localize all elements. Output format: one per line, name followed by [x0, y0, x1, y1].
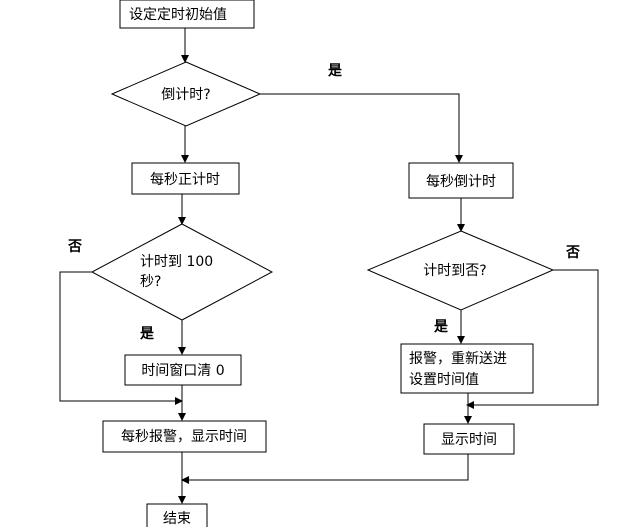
node-count-up: 每秒正计时: [131, 162, 240, 195]
node-time-up-q: 计时到否?: [366, 230, 555, 311]
node-set-initial: 设定定时初始值: [119, 0, 255, 29]
node-end-text: 结束: [163, 511, 191, 527]
node-alarm-reset: 报警，重新送进 设置时间值: [400, 343, 534, 394]
node-count-up-text: 每秒正计时: [150, 172, 220, 188]
node-countdown-q: 倒计时?: [110, 61, 262, 127]
node-reach-100-text-line1: 计时到 100: [140, 254, 213, 270]
node-alarm-show-time: 每秒报警，显示时间: [102, 420, 267, 453]
node-clear-window: 时间窗口清 0: [124, 354, 242, 386]
node-count-down: 每秒倒计时: [408, 162, 514, 199]
label-yes-time-up: 是: [434, 319, 449, 335]
node-end: 结束: [146, 503, 208, 527]
node-alarm-reset-text-line2: 设置时间值: [409, 372, 479, 388]
node-countdown-q-text: 倒计时?: [161, 87, 210, 103]
edge-reach100-no: [59, 271, 183, 405]
edge-countdown-yes: [260, 93, 463, 163]
node-alarm-reset-text-line1: 报警，重新送进: [409, 351, 507, 367]
connectors: [59, 28, 599, 504]
node-count-down-text: 每秒倒计时: [426, 174, 496, 190]
node-show-time: 显示时间: [423, 423, 515, 455]
node-clear-window-text: 时间窗口清 0: [141, 362, 224, 379]
label-no-time-up: 否: [565, 245, 580, 261]
label-no-reach-100: 否: [67, 239, 82, 255]
node-show-time-text: 显示时间: [441, 432, 497, 448]
node-alarm-show-time-text: 每秒报警，显示时间: [121, 429, 247, 445]
label-yes-countdown: 是: [328, 63, 343, 79]
node-reach-100-text-line2: 秒?: [140, 274, 161, 290]
node-reach-100: 计时到 100 秒?: [90, 223, 274, 321]
edge-show-to-end: [181, 454, 469, 484]
label-yes-reach-100: 是: [140, 326, 155, 342]
edge-timeup-no: [466, 269, 599, 409]
node-set-initial-text: 设定定时初始值: [129, 6, 227, 23]
node-time-up-q-text: 计时到否?: [423, 263, 486, 279]
